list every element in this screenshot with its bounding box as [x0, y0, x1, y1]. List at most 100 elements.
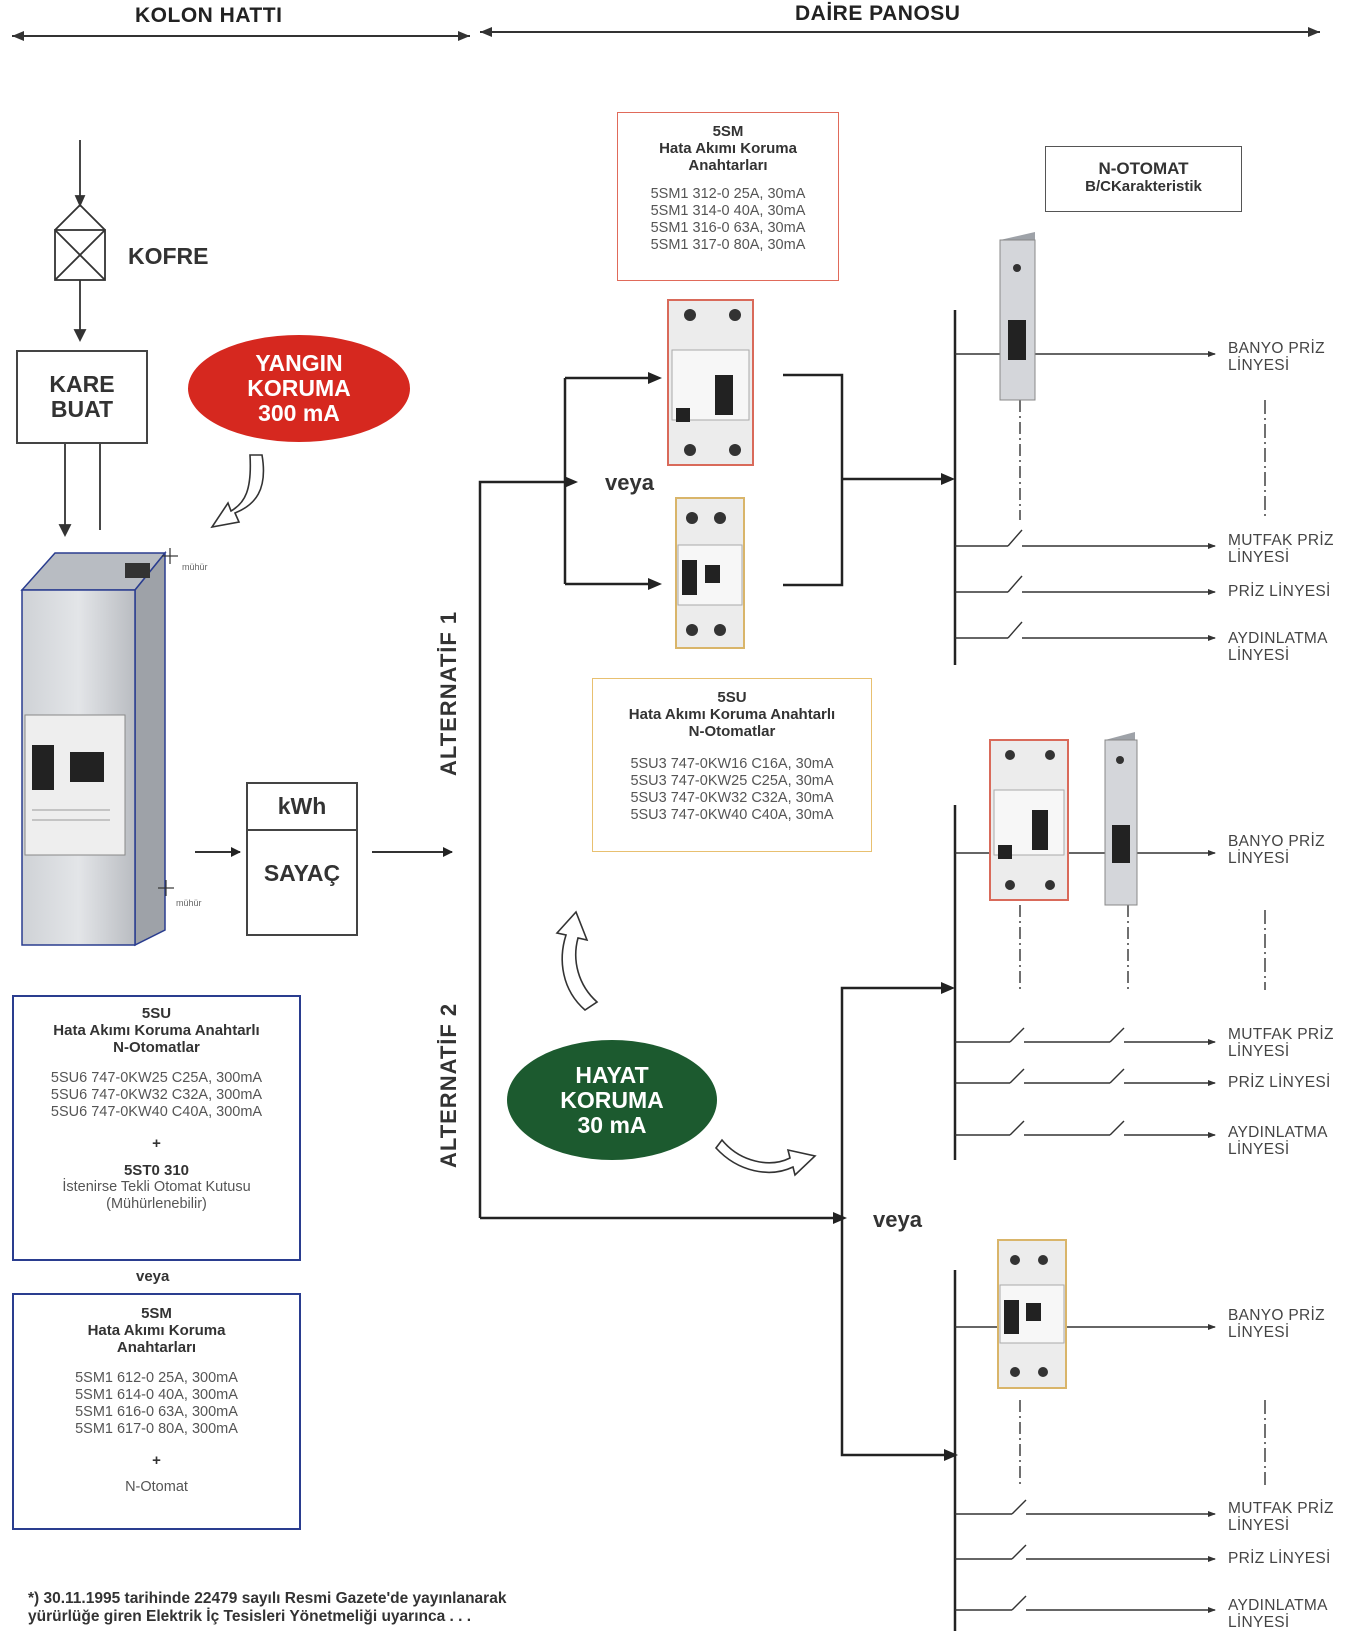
- box-5sm-top-line: 5SM1 316-0 63A, 30mA: [618, 220, 838, 237]
- kofre-symbol: [55, 140, 105, 340]
- mutfak-line2: LİNYESİ: [1228, 1517, 1334, 1534]
- box-5sm-left-title1: 5SM: [14, 1305, 299, 1322]
- box-5su-left-line: 5SU6 747-0KW32 C32A, 300mA: [14, 1087, 299, 1104]
- meter-kwh: kWh: [248, 784, 356, 831]
- rcbo-device-group3: [998, 1240, 1066, 1388]
- header-arrow-daire: [480, 27, 1320, 37]
- yangin-line2: KORUMA: [188, 376, 410, 401]
- box-5sm-left-title3: Anahtarları: [14, 1339, 299, 1356]
- label-banyo-priz-3: BANYO PRİZ LİNYESİ: [1228, 1307, 1325, 1341]
- label-aydinlatma-2: AYDINLATMA LİNYESİ: [1228, 1124, 1328, 1158]
- mutfak-line1: MUTFAK PRİZ: [1228, 1026, 1334, 1043]
- box-n-otomat: N-OTOMAT B/CKarakteristik: [1045, 146, 1242, 212]
- footnote-line1: *) 30.11.1995 tarihinde 22479 sayılı Res…: [28, 1590, 506, 1608]
- box-5su-mid-title1: 5SU: [593, 689, 871, 706]
- yangin-line1: YANGIN: [188, 351, 410, 376]
- box-5sm-left-plus: +: [14, 1452, 299, 1469]
- box-5su-left-title3: N-Otomatlar: [14, 1039, 299, 1056]
- veya-label-top: veya: [605, 470, 654, 496]
- box-5su-mid-line: 5SU3 747-0KW32 C32A, 30mA: [593, 790, 871, 807]
- box-5su-left-plus: +: [14, 1135, 299, 1152]
- header-kolon-hatti: KOLON HATTI: [135, 4, 282, 28]
- hayat-right-arrow: [716, 1140, 815, 1175]
- rccb-5sm-device-top: [668, 300, 753, 465]
- banyo-line1: BANYO PRİZ: [1228, 1307, 1325, 1324]
- box-5sm-left-line: 5SM1 614-0 40A, 300mA: [14, 1387, 299, 1404]
- box-5sm-top-line: 5SM1 312-0 25A, 30mA: [618, 186, 838, 203]
- banyo-line1: BANYO PRİZ: [1228, 833, 1325, 850]
- label-priz-2: PRİZ LİNYESİ: [1228, 1074, 1331, 1091]
- alternatif-2-label: ALTERNATİF 2: [436, 1003, 462, 1168]
- aydin-line1: AYDINLATMA: [1228, 1124, 1328, 1141]
- aydin-line2: LİNYESİ: [1228, 1614, 1328, 1631]
- mcb-device-group2: [1105, 732, 1137, 905]
- yangin-curved-arrow: [212, 455, 263, 527]
- header-arrow-kolon: [12, 31, 470, 41]
- hayat-up-arrow: [557, 912, 597, 1010]
- box-5su-mid-line: 5SU3 747-0KW40 C40A, 30mA: [593, 807, 871, 824]
- veya-label-left: veya: [136, 1268, 169, 1285]
- label-mutfak-priz-3: MUTFAK PRİZ LİNYESİ: [1228, 1500, 1334, 1534]
- label-banyo-priz-1: BANYO PRİZ LİNYESİ: [1228, 340, 1325, 374]
- muhur-label-top: mühür: [182, 562, 208, 572]
- kare-buat-box: KARE BUAT: [16, 350, 148, 444]
- mutfak-line2: LİNYESİ: [1228, 549, 1334, 566]
- aydin-line2: LİNYESİ: [1228, 647, 1328, 664]
- hayat-line1: HAYAT: [507, 1063, 717, 1088]
- kare-buat-line2: BUAT: [18, 397, 146, 422]
- hayat-koruma-oval: HAYAT KORUMA 30 mA: [507, 1040, 717, 1160]
- kare-buat-line1: KARE: [18, 372, 146, 397]
- box-5sm-top-line: 5SM1 314-0 40A, 30mA: [618, 203, 838, 220]
- n-otomat-title2: B/CKarakteristik: [1046, 178, 1241, 195]
- rcbo-5su-device-top: [676, 498, 744, 648]
- rccb-device-group2: [990, 740, 1068, 900]
- banyo-line2: LİNYESİ: [1228, 1324, 1325, 1341]
- meter-sayac: SAYAÇ: [248, 861, 356, 886]
- box-5su-left-sub3: (Mühürlenebilir): [14, 1196, 299, 1213]
- box-5sm-left-line: 5SM1 616-0 63A, 300mA: [14, 1404, 299, 1421]
- mutfak-line1: MUTFAK PRİZ: [1228, 1500, 1334, 1517]
- hayat-line2: KORUMA: [507, 1088, 717, 1113]
- sayac-meter-box: kWh SAYAÇ: [246, 782, 358, 936]
- label-priz-3: PRİZ LİNYESİ: [1228, 1550, 1331, 1567]
- header-daire-panosu: DAİRE PANOSU: [795, 2, 960, 26]
- box-5sm-top-title2: Hata Akımı Koruma: [618, 140, 838, 157]
- veya-label-bottom: veya: [873, 1207, 922, 1233]
- box-5su-mid-line: 5SU3 747-0KW16 C16A, 30mA: [593, 756, 871, 773]
- box-5su-mid-line: 5SU3 747-0KW25 C25A, 30mA: [593, 773, 871, 790]
- label-mutfak-priz-1: MUTFAK PRİZ LİNYESİ: [1228, 532, 1334, 566]
- box-5su-left-line: 5SU6 747-0KW25 C25A, 300mA: [14, 1070, 299, 1087]
- box-5su-mid-title2: Hata Akımı Koruma Anahtarlı: [593, 706, 871, 723]
- box-5sm-30ma: 5SM Hata Akımı Koruma Anahtarları 5SM1 3…: [617, 112, 839, 281]
- banyo-line2: LİNYESİ: [1228, 850, 1325, 867]
- aydin-line1: AYDINLATMA: [1228, 1597, 1328, 1614]
- label-mutfak-priz-2: MUTFAK PRİZ LİNYESİ: [1228, 1026, 1334, 1060]
- footnote: *) 30.11.1995 tarihinde 22479 sayılı Res…: [28, 1590, 506, 1626]
- box-5sm-top-line: 5SM1 317-0 80A, 30mA: [618, 237, 838, 254]
- box-5sm-top-title3: Anahtarları: [618, 157, 838, 174]
- box-5sm-300ma: 5SM Hata Akımı Koruma Anahtarları 5SM1 6…: [12, 1293, 301, 1530]
- label-aydinlatma-1: AYDINLATMA LİNYESİ: [1228, 630, 1328, 664]
- box-5su-left-sub2: İstenirse Tekli Otomat Kutusu: [14, 1179, 299, 1196]
- box-5sm-left-line: 5SM1 617-0 80A, 300mA: [14, 1421, 299, 1438]
- box-5su-300ma: 5SU Hata Akımı Koruma Anahtarlı N-Otomat…: [12, 995, 301, 1261]
- aydin-line1: AYDINLATMA: [1228, 630, 1328, 647]
- muhur-label-bottom: mühür: [176, 898, 202, 908]
- box-5sm-left-sub: N-Otomat: [14, 1479, 299, 1496]
- label-aydinlatma-3: AYDINLATMA LİNYESİ: [1228, 1597, 1328, 1631]
- yangin-koruma-oval: YANGIN KORUMA 300 mA: [188, 335, 410, 442]
- box-5sm-left-title2: Hata Akımı Koruma: [14, 1322, 299, 1339]
- kare-buat-wires: [60, 440, 100, 535]
- yangin-line3: 300 mA: [188, 401, 410, 426]
- alternatif-1-label: ALTERNATİF 1: [436, 611, 462, 776]
- box-5sm-left-line: 5SM1 612-0 25A, 300mA: [14, 1370, 299, 1387]
- n-otomat-title1: N-OTOMAT: [1046, 159, 1241, 178]
- banyo-line2: LİNYESİ: [1228, 357, 1325, 374]
- kofre-label: KOFRE: [128, 244, 209, 269]
- mcb-device-group1: [1000, 232, 1035, 400]
- box-5su-mid-title3: N-Otomatlar: [593, 723, 871, 740]
- box-5sm-top-title1: 5SM: [618, 123, 838, 140]
- box-5su-30ma: 5SU Hata Akımı Koruma Anahtarlı N-Otomat…: [592, 678, 872, 852]
- label-banyo-priz-2: BANYO PRİZ LİNYESİ: [1228, 833, 1325, 867]
- box-5su-left-sub1: 5ST0 310: [14, 1162, 299, 1179]
